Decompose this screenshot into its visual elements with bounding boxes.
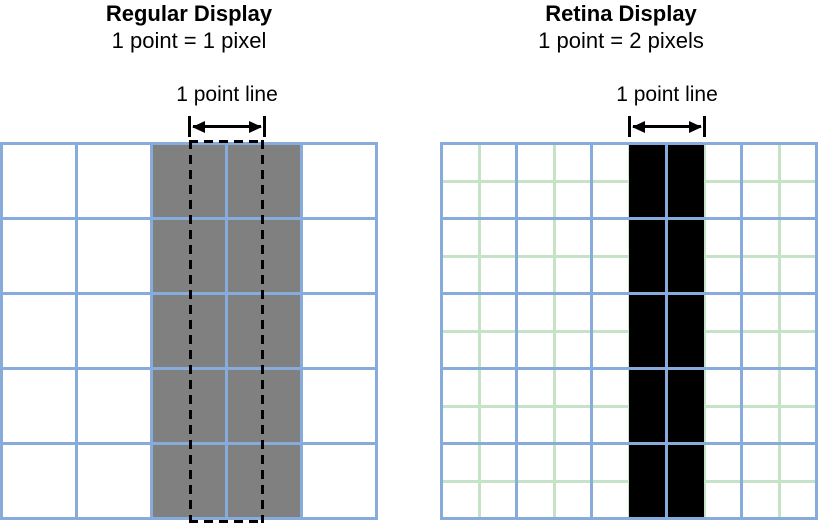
dashed-marker-bottom-edge <box>189 520 264 523</box>
panel-subtitle: 1 point = 2 pixels <box>538 28 704 53</box>
point-grid-line <box>225 142 228 520</box>
retina-pixel-grid <box>440 142 818 520</box>
point-grid-line <box>515 142 518 520</box>
arrow-left-tick <box>188 116 191 137</box>
point-grid-line <box>740 142 743 520</box>
panel-subtitle: 1 point = 1 pixel <box>111 28 267 53</box>
arrow-left-head-icon <box>192 120 205 133</box>
regular-point-grid <box>0 140 378 523</box>
point-grid-line <box>440 292 818 295</box>
point-grid-line <box>440 442 818 445</box>
arrow-right-head-icon <box>689 120 702 133</box>
point-grid-line <box>440 367 818 370</box>
point-grid-line <box>590 142 593 520</box>
filled-pixel-column <box>666 143 704 519</box>
shaded-point-column <box>226 143 302 519</box>
width-dimension-arrow <box>628 116 706 137</box>
arrow-right-tick <box>703 116 706 137</box>
point-line-label: 1 point line <box>616 83 718 106</box>
arrow-left-tick <box>628 116 631 137</box>
arrow-right-tick <box>263 116 266 137</box>
retina-display-panel: Retina Display 1 point = 2 pixels 1 poin… <box>440 0 818 523</box>
arrow-left-head-icon <box>632 120 645 133</box>
point-grid-line <box>440 517 818 520</box>
panel-title: Regular Display <box>105 1 273 26</box>
point-grid-line <box>0 142 3 520</box>
dashed-marker-right-edge <box>261 140 264 523</box>
arrow-right-head-icon <box>249 120 262 133</box>
point-grid-line <box>75 142 78 520</box>
point-line-label: 1 point line <box>176 83 278 106</box>
filled-pixel-column <box>629 143 667 519</box>
arrow-shaft <box>193 125 261 128</box>
point-grid-line <box>440 217 818 220</box>
arrow-shaft <box>633 125 701 128</box>
panel-title: Retina Display <box>545 1 697 26</box>
width-dimension-arrow <box>188 116 266 137</box>
regular-display-panel: Regular Display 1 point = 1 pixel 1 poin… <box>0 0 378 523</box>
point-grid-line <box>150 142 153 520</box>
dashed-marker-left-edge <box>189 140 192 523</box>
point-grid-line <box>300 142 303 520</box>
point-grid-line <box>665 142 668 520</box>
point-grid-line <box>440 142 443 520</box>
point-grid-line <box>375 142 378 520</box>
dashed-marker-top-edge <box>189 140 264 143</box>
point-grid-line <box>440 142 818 145</box>
point-grid-line <box>815 142 818 520</box>
